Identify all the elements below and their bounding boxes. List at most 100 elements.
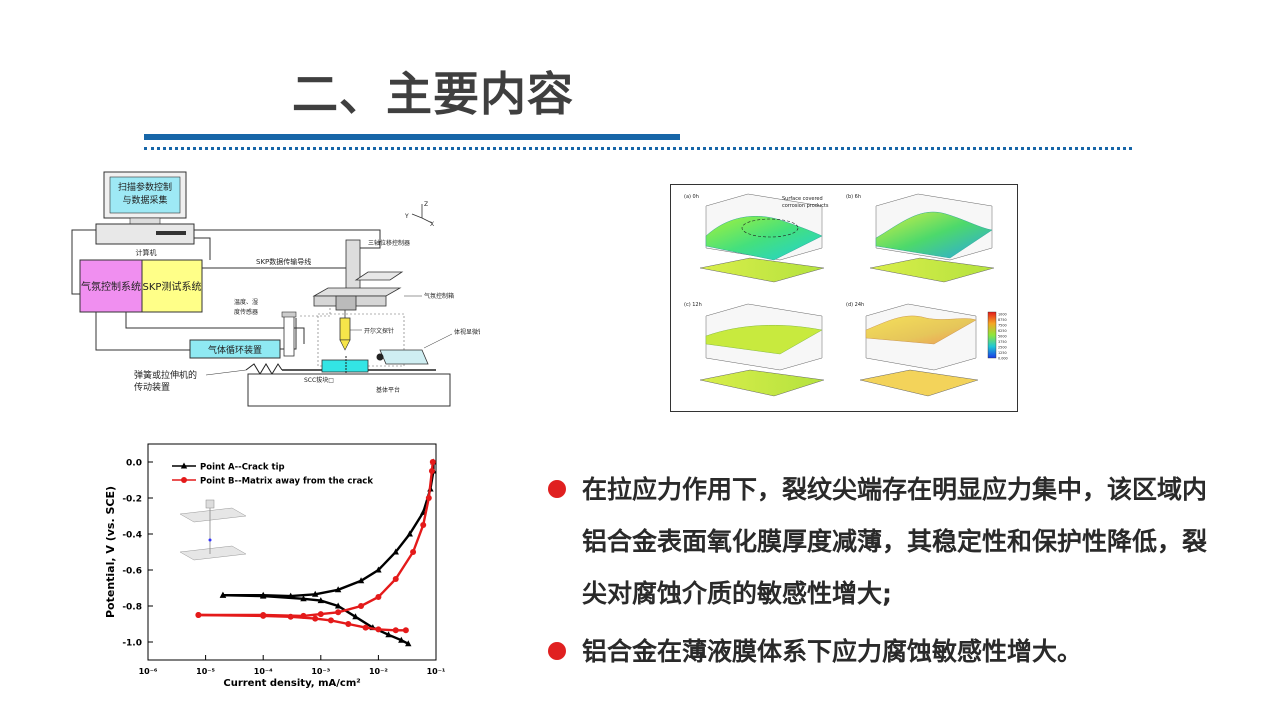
base-platform	[247, 373, 451, 407]
spring	[245, 363, 283, 375]
panel-b-label: (b) 6h	[846, 194, 861, 200]
drive-slot	[156, 231, 186, 235]
computer-case	[95, 223, 195, 245]
x-axis-label: Current density, mA/cm²	[223, 678, 360, 689]
gas-chamber-label: 气氛控制箱	[424, 292, 454, 300]
series-2-cathodic-line	[198, 613, 406, 632]
axis-y-label: Y	[404, 213, 409, 220]
series-1-point	[334, 586, 342, 593]
y-axis-ticks: 0.0-0.2-0.4-0.6-0.8-1.0	[122, 459, 153, 649]
panel-a-label: (a) 0h	[684, 194, 699, 200]
colorbar-tick-label: 1000	[998, 313, 1007, 317]
x-tick-label: 10⁻⁴	[254, 667, 273, 676]
y-tick-label: -1.0	[122, 639, 142, 649]
series-1-point	[352, 613, 359, 620]
bullet-item-2: 铝合金在薄液膜体系下应力腐蚀敏感性增大。	[548, 626, 1228, 678]
inset-schematic	[179, 499, 247, 561]
series-2-point	[429, 459, 436, 465]
three-axis-label: 三轴位移控制器	[368, 239, 410, 247]
skp-system-label: SKP测试系统	[143, 280, 202, 293]
scc-specimen	[321, 359, 369, 373]
computer-label-line2: 与数据采集	[122, 194, 167, 206]
series-2-point	[335, 609, 342, 616]
axis-z-label: Z	[424, 201, 428, 208]
colorbar-tick-label: 1250	[998, 351, 1007, 355]
series-1-point	[398, 636, 405, 643]
series-1-point	[357, 577, 365, 584]
monitor-stand	[129, 217, 161, 225]
y-tick-label: -0.4	[122, 531, 142, 541]
legend-label: Point B--Matrix away from the crack	[200, 477, 373, 487]
spring-device-label-1: 弹簧或拉伸机的	[134, 369, 197, 381]
bullet-item-1: 在拉应力作用下，裂纹尖端存在明显应力集中，该区域内铝合金表面氧化膜厚度减薄，其稳…	[548, 464, 1228, 620]
series-1-point	[375, 566, 382, 573]
series-2-point	[345, 621, 352, 627]
colorbar-tick-label: 3750	[998, 340, 1007, 344]
y-tick-label: 0.0	[126, 459, 142, 469]
map-panel-c: (c) 12h	[684, 302, 825, 397]
map-panel-a: (a) 0h Surface covered corrosion product…	[684, 193, 829, 283]
panel-d-label: (d) 24h	[846, 302, 864, 308]
bullet-text-2: 铝合金在薄液膜体系下应力腐蚀敏感性增大。	[582, 637, 1083, 666]
colorbar	[987, 311, 997, 359]
annotation-line1: Surface covered	[782, 196, 823, 202]
series-2-point	[260, 612, 267, 619]
y-tick-label: -0.2	[122, 495, 142, 505]
legend-label: Point A--Crack tip	[200, 463, 285, 473]
x-tick-label: 10⁻⁵	[196, 667, 215, 676]
series-1-point	[317, 597, 324, 604]
series-2-point	[375, 626, 382, 633]
title-underline	[144, 134, 680, 140]
panel-c-label: (c) 12h	[684, 302, 702, 308]
x-tick-label: 10⁻²	[369, 667, 388, 676]
series-1-point	[219, 591, 227, 598]
series-1-point	[406, 530, 413, 537]
spring-device-label-2: 传动装置	[134, 381, 170, 393]
series-1-point	[312, 590, 319, 597]
series-2-point	[428, 468, 435, 474]
series-2-point	[402, 627, 409, 634]
computer-label-line1: 扫描参数控制	[118, 181, 172, 193]
series-2-point	[312, 615, 319, 622]
colorbar-tick-label: 7500	[998, 324, 1007, 328]
series-1-cathodic-line	[222, 594, 409, 645]
colorbar-tick-label: 5000	[998, 335, 1007, 339]
map-panel-d: (d) 24h 10008750750062505000375025001250…	[846, 302, 1008, 397]
series-1-point	[405, 640, 412, 647]
series-1-point	[392, 548, 399, 555]
x-tick-label: 10⁻¹	[427, 667, 446, 676]
bullet-dot-icon	[548, 480, 566, 498]
title-dotted-rule	[144, 147, 1132, 150]
slide-title: 二、主要内容	[292, 67, 574, 121]
x-tick-label: 10⁻⁶	[139, 667, 158, 676]
kelvin-probe	[339, 317, 351, 341]
axis-x-label: X	[430, 221, 434, 228]
base-label: 基体平台	[376, 386, 400, 394]
humidity-sensor-label-2: 度传感器	[234, 308, 258, 316]
microscope-label: 体视显微镜	[454, 328, 480, 336]
conclusion-list: 在拉应力作用下，裂纹尖端存在明显应力集中，该区域内铝合金表面氧化膜厚度减薄，其稳…	[548, 464, 1228, 678]
series-2-point	[195, 612, 202, 618]
map-panel-b: (b) 6h	[846, 193, 995, 283]
colorbar-tick-label: 8750	[998, 318, 1007, 322]
scc-label: SCC拔块□	[304, 376, 334, 384]
series-2-point	[410, 549, 417, 555]
bullet-text-1: 在拉应力作用下，裂纹尖端存在明显应力集中，该区域内铝合金表面氧化膜厚度减薄，其稳…	[582, 475, 1208, 608]
humidity-sensor	[283, 315, 295, 357]
bullet-dot-icon	[548, 642, 566, 660]
annotation-line2: corrosion products	[782, 203, 829, 209]
y-axis-label: Potential, V (vs. SCE)	[104, 486, 117, 618]
series-1-point	[385, 631, 392, 638]
series-2-point	[375, 594, 382, 600]
colorbar-tick-label: 0.000	[998, 357, 1008, 361]
gas-control-label: 气氛控制系统	[81, 280, 141, 293]
series-2-point	[358, 603, 365, 609]
skp-transfer-label: SKP数据传输导线	[256, 257, 311, 266]
gas-cycle-label: 气体循环装置	[208, 344, 262, 356]
y-tick-label: -0.8	[122, 603, 142, 613]
series-2-point	[317, 611, 324, 618]
series-2-point	[392, 576, 399, 582]
series-2-point	[327, 617, 334, 624]
